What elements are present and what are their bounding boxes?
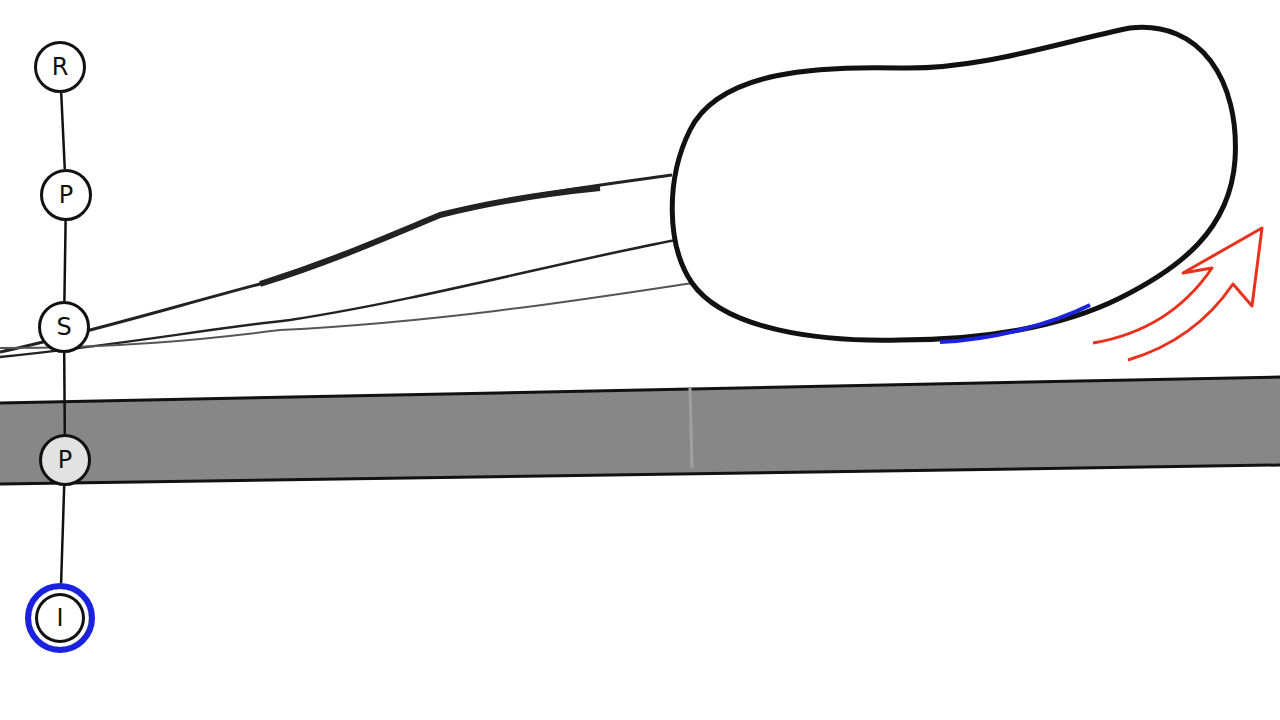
strand-line (0, 175, 672, 352)
band-edge (0, 465, 1280, 484)
letter-circle: P (40, 169, 92, 221)
chain-link (61, 93, 65, 169)
letter-circle: R (34, 41, 86, 93)
chain-link (64, 221, 65, 301)
node-letter: I (56, 606, 63, 630)
node-letter: S (56, 315, 71, 339)
node-letter: P (58, 448, 72, 472)
strand-line (0, 283, 692, 348)
chain-link (63, 353, 66, 434)
band-edge (0, 377, 1280, 403)
blue-contact (940, 305, 1090, 342)
grey-band (0, 377, 1280, 484)
chain-link (61, 486, 64, 583)
letter-circle: S (38, 301, 90, 353)
letter-circle: P (39, 434, 91, 486)
rotation-arrow (1093, 228, 1262, 360)
bean-shape (672, 27, 1235, 340)
band-mark (690, 388, 692, 468)
strand-line (260, 188, 600, 284)
node-letter: P (59, 183, 73, 207)
node-letter: R (52, 55, 69, 79)
strand-line (0, 240, 676, 357)
letter-circle: I (25, 583, 95, 653)
